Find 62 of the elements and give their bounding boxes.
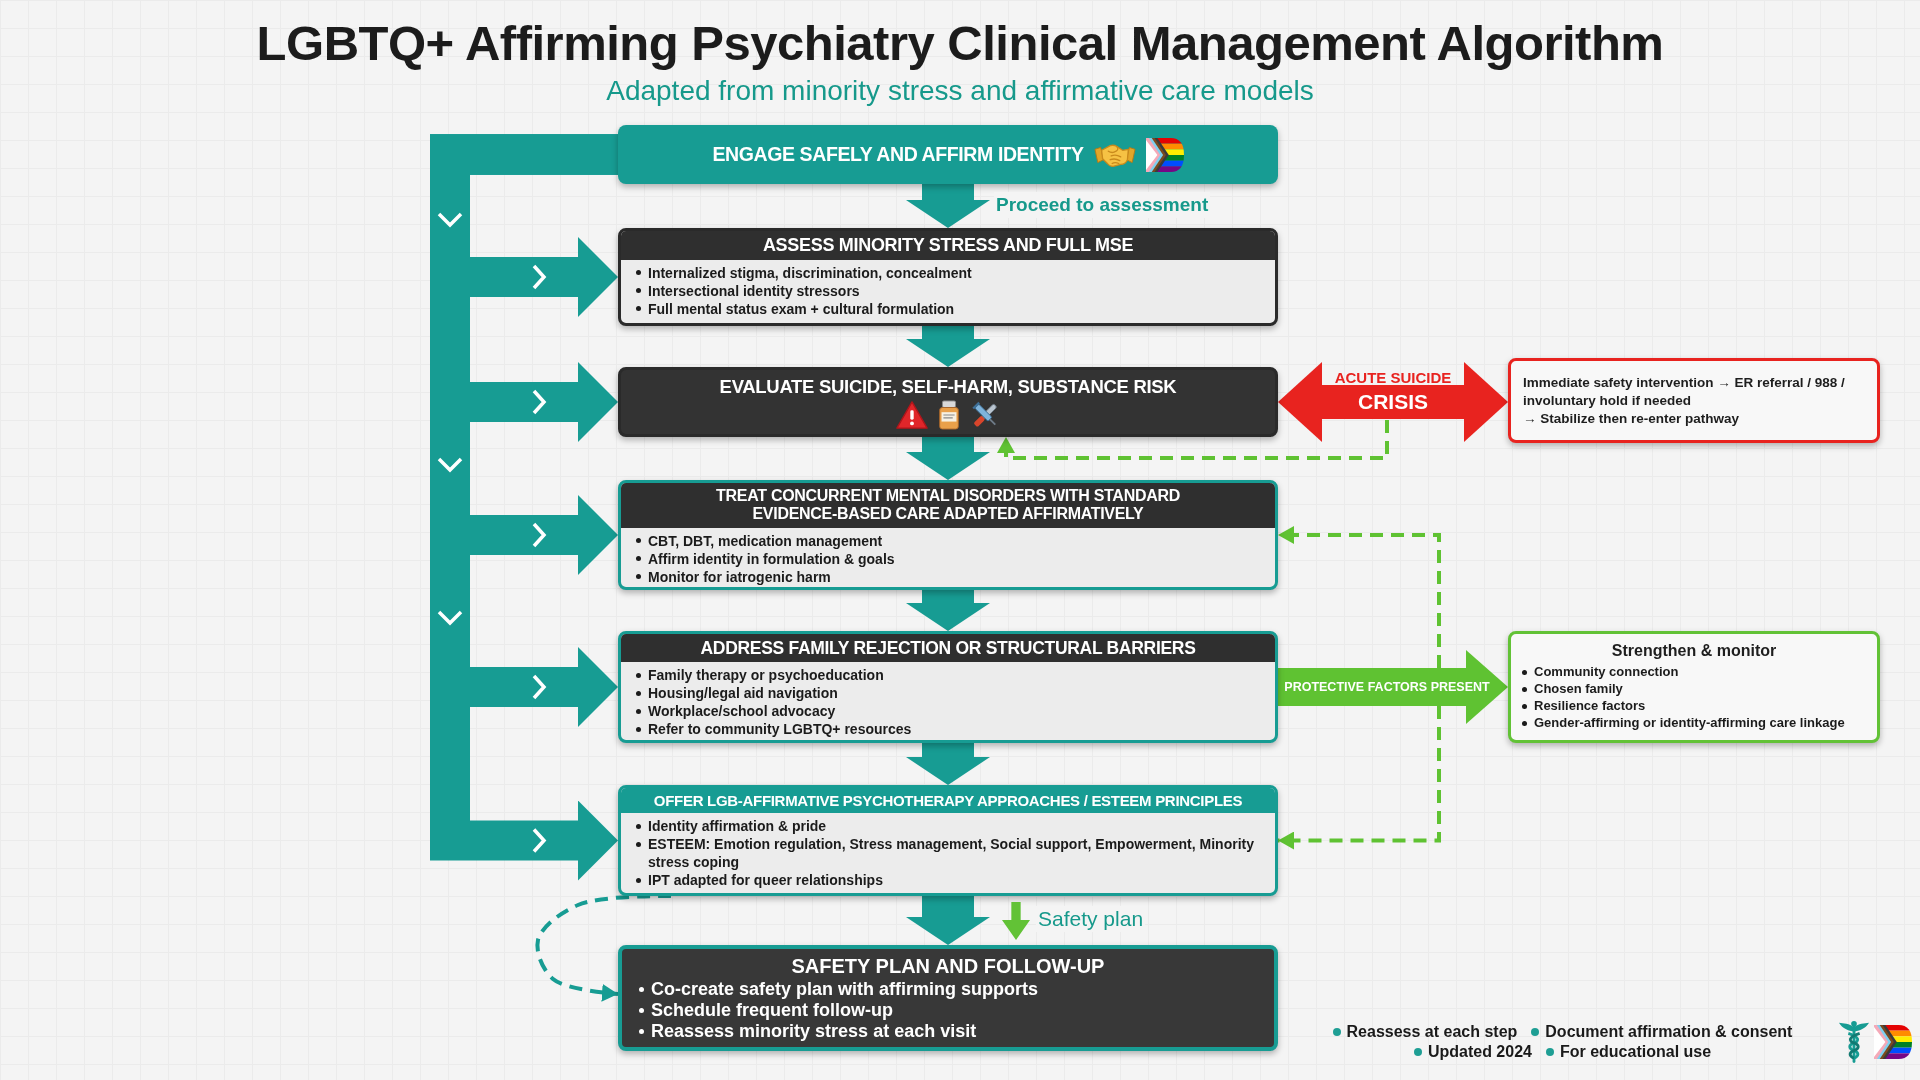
bullet-text: Workplace/school advocacy [635,702,1263,721]
bullet-text: Resilience factors [1521,697,1867,714]
block-arrow [906,184,990,228]
edge-label: ACUTE SUICIDE CRISIS [1333,368,1453,414]
bullet-text: Gender-affirming or identity-affirming care linkage [1521,714,1867,731]
box-heading: EVALUATE SUICIDE, SELF-HARM, SUBSTANCE RISK [719,374,1177,399]
note-text: → Stabilize then re-enter pathway [1523,409,1741,428]
step-box [618,785,1278,896]
banner-title: ENGAGE SAFELY AND AFFIRM IDENTITY [712,143,1084,166]
bullet-text: Schedule frequent follow-up [638,1000,1258,1021]
footer-note: Updated 2024 [1427,1042,1532,1062]
bullet-text: Affirm identity in formulation & goals [635,549,1263,568]
bullet-text: Reassess minority stress at each visit [638,1021,1258,1042]
block-arrow [906,326,990,367]
bullet-text: Monitor for iatrogenic harm [635,567,1263,586]
block-arrow [1278,650,1508,724]
dashed-arrow [1278,706,1441,850]
footer-note: Reassess at each step [1346,1022,1518,1042]
bullet-text: Chosen family [1521,680,1867,697]
bullet-text: Full mental status exam + cultural formulation [635,299,1263,318]
bullet-text: Co-create safety plan with affirming supports [638,979,1258,1000]
box-heading: SAFETY PLAN AND FOLLOW-UP [790,954,1106,979]
note-text: Immediate safety intervention → ER referral / 988 / involuntary hold if needed [1523,373,1846,410]
box-heading: OFFER LGB-AFFIRMATIVE PSYCHOTHERAPY APPROACHES / ESTEEM PRINCIPLES [621,788,1275,814]
alert-box [1508,358,1880,443]
step-box [618,228,1278,326]
bullet-text: Identity affirmation & pride [635,817,1263,836]
bullet-text: IPT adapted for queer relationships [635,871,1263,890]
bullet-text: ESTEEM: Emotion regulation, Stress management, Social support, Empowerment, Minority stress coping [635,835,1263,872]
bullet-text: Family therapy or psychoeducation [635,666,1263,685]
bullet-text: Housing/legal aid navigation [635,684,1263,703]
box-heading: ADDRESS FAMILY REJECTION OR STRUCTURAL BARRIERS [621,634,1275,663]
diagram-title: LGBTQ+ Affirming Psychiatry Clinical Management Algorithm [256,15,1664,72]
support-box [1508,631,1880,743]
step-box [618,367,1278,437]
footer-note: Document affirmation & consent [1545,1022,1793,1042]
box-heading: Strengthen & monitor [1610,641,1778,661]
step-box [618,480,1278,590]
footer-note: For educational use [1559,1042,1712,1062]
edge-label: PROTECTIVE FACTORS PRESENT [1283,679,1491,696]
bullet-text: Community connection [1521,663,1867,680]
bullet-text: Intersectional identity stressors [635,281,1263,300]
edge-label: Safety plan [1036,906,1146,932]
block-arrow [430,134,618,881]
subtitle: Adapted from minority stress and affirmative care models [606,75,1314,107]
bullet-text: Refer to community LGBTQ+ resources [635,720,1263,739]
block-arrow [906,743,990,785]
box-heading: ASSESS MINORITY STRESS AND FULL MSE [621,231,1275,260]
block-arrow [906,437,990,480]
box-heading: TREAT CONCURRENT MENTAL DISORDERS WITH STANDARD EVIDENCE-BASED CARE ADAPTED AFFIRMATIVELY [621,483,1275,528]
dashed-arrow [1278,526,1441,668]
block-arrow [906,896,990,945]
block-arrow [906,590,990,631]
step-box [618,631,1278,743]
bullet-text: Internalized stigma, discrimination, concealment [635,263,1263,282]
dashed-arrow [535,893,671,1002]
block-arrow [1278,362,1508,442]
bullet-text: CBT, DBT, medication management [635,531,1263,550]
dashed-arrow [997,420,1389,460]
banner-box [618,125,1278,184]
edge-label: Proceed to assessment [994,192,1211,218]
step-box [618,945,1278,1051]
